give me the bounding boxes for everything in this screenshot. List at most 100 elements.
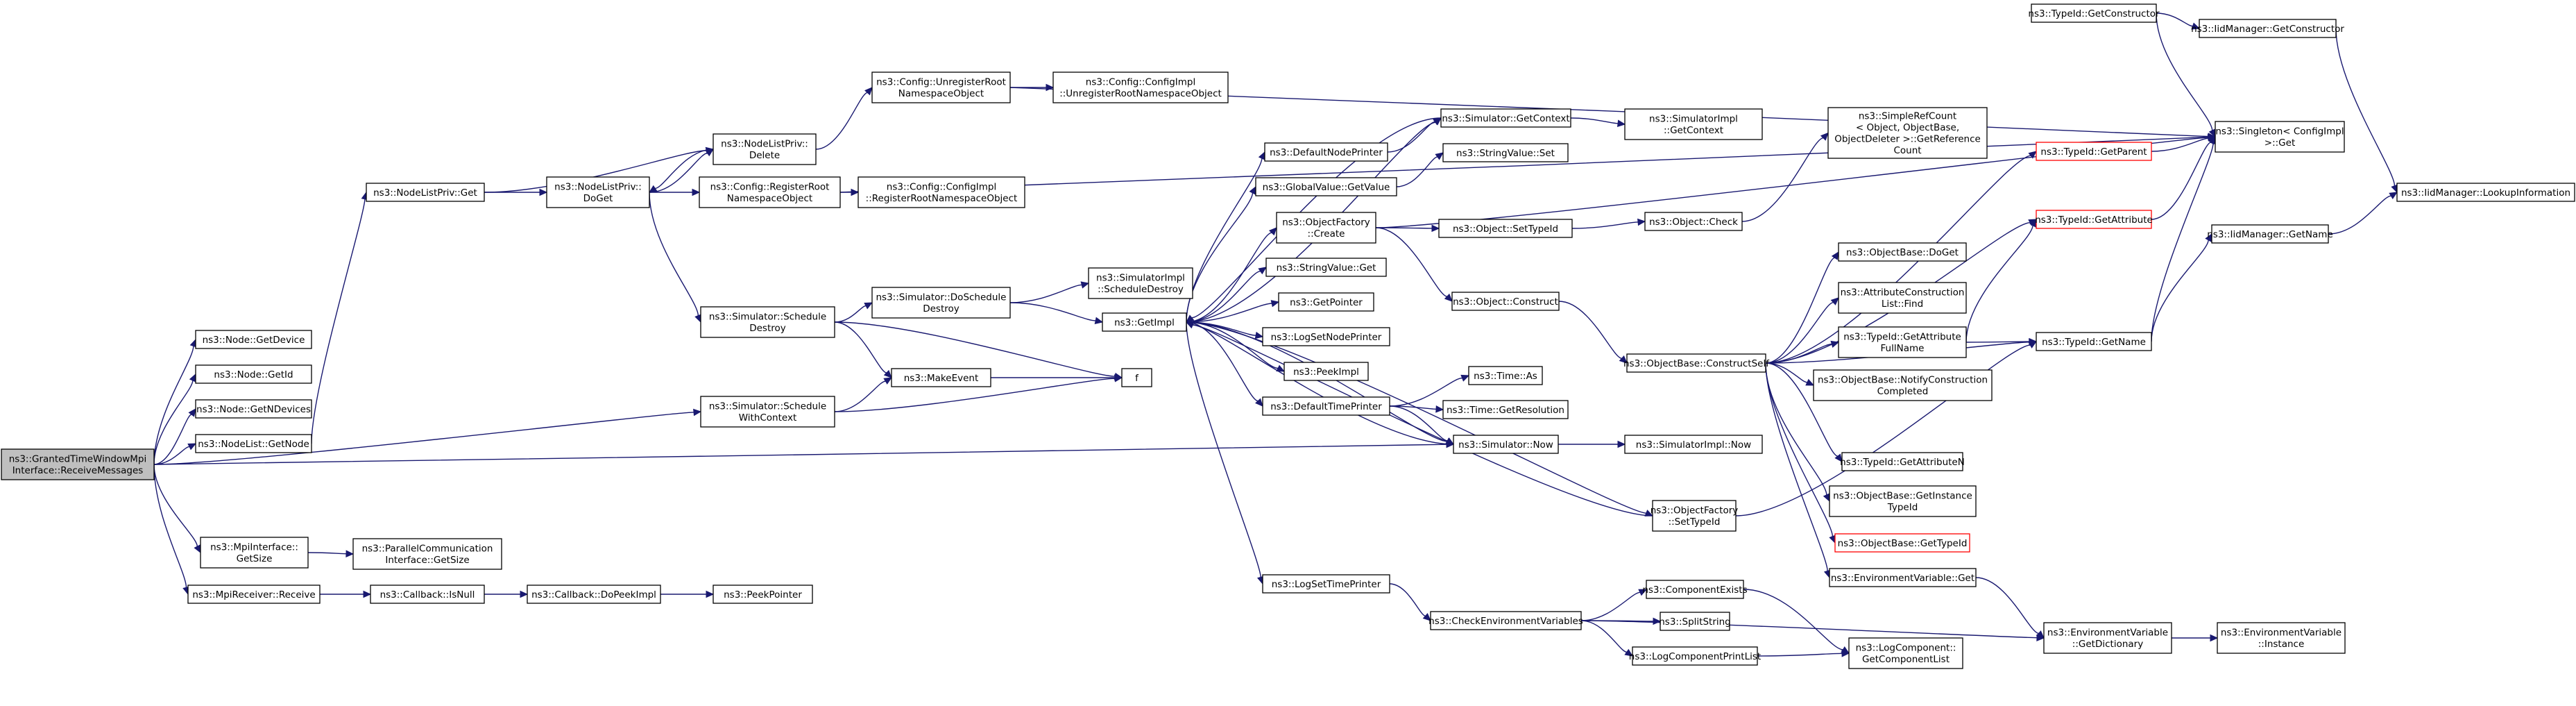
function-node-root[interactable]: ns3::GrantedTimeWindowMpiInterface::Rece… <box>1 448 155 480</box>
function-node-simimpl-now[interactable]: ns3::SimulatorImpl::Now <box>1624 435 1763 454</box>
edge-line <box>1571 221 1639 229</box>
function-node-peekimpl[interactable]: ns3::PeekImpl <box>1283 362 1369 381</box>
node-label: f <box>1135 373 1139 384</box>
function-node-cb-isnull[interactable]: ns3::Callback::IsNull <box>370 585 485 604</box>
function-node-compexists[interactable]: ns3::ComponentExists <box>1642 580 1748 599</box>
call-edge-regroot-to-singleton-get <box>839 133 2217 193</box>
function-node-nodelist-getnode[interactable]: ns3::NodeList::GetNode <box>195 434 312 453</box>
node-label: ns3::TypeId::GetAttributeN <box>1840 457 1965 468</box>
edge-arrowhead <box>1841 650 1850 657</box>
node-label: ns3::NodeList::GetNode <box>198 439 309 450</box>
function-node-sched-destroy[interactable]: ns3::Simulator::ScheduleDestroy <box>700 306 835 338</box>
function-node-sim-now[interactable]: ns3::Simulator::Now <box>1453 435 1559 454</box>
function-node-tid-getattrn[interactable]: ns3::TypeId::GetAttributeN <box>1840 452 1965 471</box>
function-node-impl-reg[interactable]: ns3::Config::ConfigImpl::RegisterRootNam… <box>858 176 1025 208</box>
function-node-time-as[interactable]: ns3::Time::As <box>1468 366 1543 385</box>
function-node-nlp-delete[interactable]: ns3::NodeListPriv::Delete <box>713 133 817 165</box>
function-node-getid[interactable]: ns3::Node::GetId <box>195 364 312 384</box>
edge-arrowhead <box>883 377 893 385</box>
function-node-unregroot[interactable]: ns3::Config::UnregisterRootNamespaceObje… <box>871 72 1011 103</box>
call-edge-sim-now-to-simimpl-now <box>1558 440 1626 448</box>
node-label: List::Find <box>1882 299 1923 310</box>
function-node-sim-getcontext[interactable]: ns3::Simulator::GetContext <box>1440 108 1571 128</box>
function-node-obj-check[interactable]: ns3::Object::Check <box>1644 212 1743 231</box>
node-box <box>1430 611 1582 630</box>
function-node-logsetnodeprinter[interactable]: ns3::LogSetNodePrinter <box>1262 327 1390 346</box>
function-node-iid-getconstructor[interactable]: ns3::IidManager::GetConstructor <box>2191 19 2344 38</box>
function-node-envvar-instance[interactable]: ns3::EnvironmentVariable::Instance <box>2217 622 2346 654</box>
node-box <box>2199 19 2337 38</box>
node-label: ns3::EnvironmentVariable <box>2221 628 2342 639</box>
node-label: ns3::LogComponentPrintList <box>1629 651 1761 662</box>
edge-arrowhead <box>2210 634 2219 642</box>
function-node-impl-sched-destroy[interactable]: ns3::SimulatorImpl::ScheduleDestroy <box>1088 267 1193 299</box>
function-node-ob-gettypeid[interactable]: ns3::ObjectBase::GetTypeId <box>1834 533 1970 553</box>
call-edge-do-sched-destroy-to-impl-sched-destroy <box>1009 281 1090 303</box>
node-label: ns3::ParallelCommunication <box>362 544 493 555</box>
function-node-logsettimeprinter[interactable]: ns3::LogSetTimePrinter <box>1262 574 1390 594</box>
function-node-envvar-getdict[interactable]: ns3::EnvironmentVariable::GetDictionary <box>2043 622 2172 654</box>
function-node-gv-getvalue[interactable]: ns3::GlobalValue::GetValue <box>1255 177 1397 196</box>
function-node-ob-notify[interactable]: ns3::ObjectBase::NotifyConstructionCompl… <box>1813 369 1993 401</box>
function-node-defnodeprinter[interactable]: ns3::DefaultNodePrinter <box>1264 142 1388 162</box>
function-node-simplerefcount[interactable]: ns3::SimpleRefCount< Object, ObjectBase,… <box>1827 107 1988 159</box>
node-label: ns3::ComponentExists <box>1642 585 1747 596</box>
node-label: ns3::StringValue::Set <box>1456 148 1555 159</box>
function-node-deftimeprinter[interactable]: ns3::DefaultTimePrinter <box>1262 396 1390 416</box>
function-node-iid-getname[interactable]: ns3::IidManager::GetName <box>2207 224 2333 244</box>
edge-line <box>1186 232 1272 323</box>
function-node-logcompprint[interactable]: ns3::LogComponentPrintList <box>1629 646 1761 666</box>
edge-arrowhead <box>706 590 715 598</box>
call-edge-root-to-sched-ctx <box>153 408 702 465</box>
function-node-getndevices[interactable]: ns3::Node::GetNDevices <box>195 399 312 419</box>
function-node-pcomm-getsize[interactable]: ns3::ParallelCommunicationInterface::Get… <box>352 538 502 570</box>
function-node-of-create[interactable]: ns3::ObjectFactory::Create <box>1276 212 1376 244</box>
function-node-splitstring[interactable]: ns3::SplitString <box>1659 612 1731 631</box>
function-node-peekpointer[interactable]: ns3::PeekPointer <box>713 585 813 604</box>
function-node-iid-lookup[interactable]: ns3::IidManager::LookupInformation <box>2396 183 2575 202</box>
function-node-of-settypeid[interactable]: ns3::ObjectFactory::SetTypeId <box>1650 500 1739 532</box>
function-node-mpi-getsize[interactable]: ns3::MpiInterface::GetSize <box>200 537 309 569</box>
function-node-tid-getconstructor[interactable]: ns3::TypeId::GetConstructor <box>2028 3 2160 23</box>
function-node-getpointer[interactable]: ns3::GetPointer <box>1278 292 1374 312</box>
function-node-getdevice[interactable]: ns3::Node::GetDevice <box>195 330 312 349</box>
node-box <box>195 399 312 419</box>
function-node-ob-doget[interactable]: ns3::ObjectBase::DoGet <box>1838 242 1967 262</box>
function-node-tid-getname[interactable]: ns3::TypeId::GetName <box>2036 332 2152 351</box>
node-box <box>1848 637 1963 669</box>
node-label: ns3::Object::SetTypeId <box>1453 224 1558 235</box>
function-node-nlp-get[interactable]: ns3::NodeListPriv::Get <box>366 183 485 202</box>
edge-line <box>153 464 187 588</box>
call-edge-getimpl-to-getpointer <box>1186 300 1280 323</box>
function-node-logcomp-getlist[interactable]: ns3::LogComponent::GetComponentList <box>1848 637 1963 669</box>
function-node-time-getres[interactable]: ns3::Time::GetResolution <box>1442 400 1569 419</box>
function-node-sv-set[interactable]: ns3::StringValue::Set <box>1442 143 1569 162</box>
function-node-sv-get[interactable]: ns3::StringValue::Get <box>1265 258 1387 277</box>
function-node-envvar-get[interactable]: ns3::EnvironmentVariable::Get <box>1829 568 1977 587</box>
edge-line <box>1765 362 1839 457</box>
function-node-mpireceiver[interactable]: ns3::MpiReceiver::Receive <box>187 585 321 604</box>
node-label: ns3::Callback::IsNull <box>380 589 475 600</box>
function-node-simimpl-getcontext[interactable]: ns3::SimulatorImpl::GetContext <box>1624 108 1763 140</box>
function-node-checkenv[interactable]: ns3::CheckEnvironmentVariables <box>1428 611 1583 630</box>
function-node-f[interactable]: f <box>1121 368 1152 387</box>
function-node-tid-getattribute[interactable]: ns3::TypeId::GetAttribute <box>2035 210 2153 229</box>
function-node-nlp-doget[interactable]: ns3::NodeListPriv::DoGet <box>546 176 650 208</box>
node-box <box>200 537 309 569</box>
function-node-ob-constructself[interactable]: ns3::ObjectBase::ConstructSelf <box>1623 353 1770 373</box>
function-node-tid-getparent[interactable]: ns3::TypeId::GetParent <box>2036 142 2152 161</box>
function-node-singleton-get[interactable]: ns3::Singleton< ConfigImpl>::Get <box>2215 121 2345 153</box>
function-node-impl-unreg[interactable]: ns3::Config::ConfigImpl::UnregisterRootN… <box>1052 72 1229 103</box>
edge-arrowhead <box>1834 453 1843 462</box>
function-node-cb-dopeek[interactable]: ns3::Callback::DoPeekImpl <box>527 585 661 604</box>
function-node-getimpl[interactable]: ns3::GetImpl <box>1102 312 1187 332</box>
function-node-obj-construct[interactable]: ns3::Object::Construct <box>1451 292 1560 311</box>
function-node-makeevent[interactable]: ns3::MakeEvent <box>891 368 991 387</box>
function-node-regroot[interactable]: ns3::Config::RegisterRootNamespaceObject <box>699 176 841 208</box>
function-node-obj-settypeid[interactable]: ns3::Object::SetTypeId <box>1438 219 1573 238</box>
